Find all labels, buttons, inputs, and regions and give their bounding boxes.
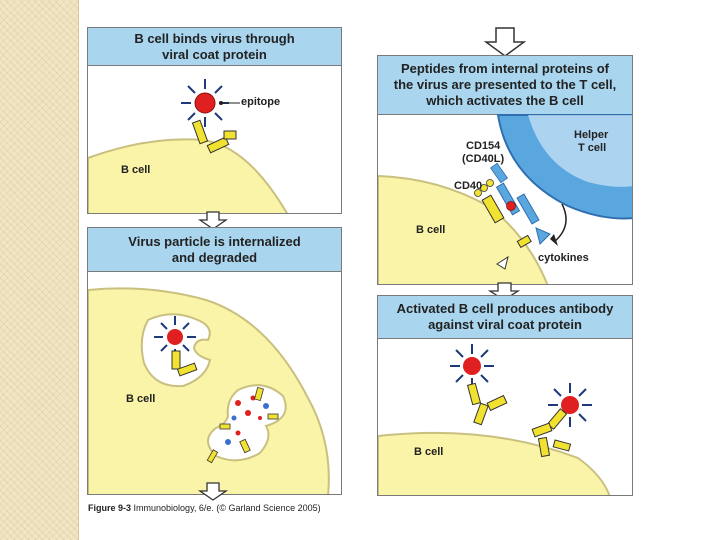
panel-header: Peptides from internal proteins of the v… (378, 56, 632, 115)
panel-title-line: and degraded (171, 249, 258, 265)
panel-title-line: against viral coat protein (428, 317, 582, 332)
panel-header: Virus particle is internalized and degra… (88, 228, 341, 272)
helper-t-cell-label-1: Helper (574, 129, 609, 141)
b-cell-label: B cell (416, 224, 446, 236)
cd154-label-1: CD154 (466, 140, 501, 152)
cd154-label-2: (CD40L) (462, 153, 505, 165)
down-arrow-icon (483, 27, 527, 57)
activation-illustration (378, 114, 632, 284)
panel-header: B cell binds virus through viral coat pr… (88, 28, 341, 66)
cd40-label: CD40 (454, 180, 483, 192)
antibody-icon (531, 408, 572, 458)
helper-t-cell-body (496, 114, 632, 220)
b-cell-body (378, 174, 549, 284)
helper-t-cell-label-2: T cell (578, 142, 607, 154)
antibody-icon (191, 119, 237, 154)
cytokine-receptor (516, 227, 551, 249)
b-cell-label: B cell (414, 446, 444, 458)
b-cell-body (88, 287, 330, 494)
figure-caption: Figure 9-3 Immunobiology, 6/e. (© Garlan… (88, 503, 321, 513)
panel-title-line: Peptides from internal proteins of (400, 61, 609, 76)
b-cell-body (378, 431, 611, 495)
b-cell-label: B cell (126, 393, 156, 405)
virus-icon (181, 79, 229, 127)
panel-t-cell-activation: Peptides from internal proteins of the v… (377, 55, 633, 285)
epitope-pointer (219, 101, 240, 105)
panel-title-line: B cell binds virus through (134, 30, 295, 46)
antibody-icon (171, 350, 198, 377)
tcr-mhc-complex (481, 182, 540, 225)
internalization-illustration (88, 287, 330, 494)
panel-virus-binding: B cell binds virus through viral coat pr… (87, 27, 342, 214)
degradation-vesicle (206, 384, 287, 464)
figure-caption-text: Immunobiology, 6/e. (© Garland Science 2… (133, 503, 321, 513)
cd40-cd154-pair (474, 162, 508, 197)
panel-title-line: viral coat protein (162, 46, 267, 62)
panel-title-line: Virus particle is internalized (128, 233, 301, 249)
b-cell-label: B cell (121, 164, 151, 176)
antibody-icon (466, 382, 508, 426)
figure-number: Figure 9-3 (88, 503, 132, 513)
decorative-side-stripe (0, 0, 79, 540)
panel-internalization: Virus particle is internalized and degra… (87, 227, 342, 495)
virus-icon (548, 383, 592, 427)
binding-illustration (88, 79, 288, 213)
epitope-label: epitope (241, 96, 281, 108)
panel-antibody-production: Activated B cell produces antibody again… (377, 295, 633, 496)
cytokine-arrow-icon (496, 203, 567, 270)
panel-title-line: Activated B cell produces antibody (396, 301, 614, 316)
panel-title-line: which activates the B cell (426, 93, 584, 108)
virus-icon (450, 344, 494, 388)
panel-header: Activated B cell produces antibody again… (378, 296, 632, 339)
b-cell-body (88, 138, 288, 213)
panel-title-line: the virus are presented to the T cell, (393, 77, 617, 92)
cytokines-label: cytokines (538, 252, 589, 264)
antibody-illustration (378, 344, 611, 495)
